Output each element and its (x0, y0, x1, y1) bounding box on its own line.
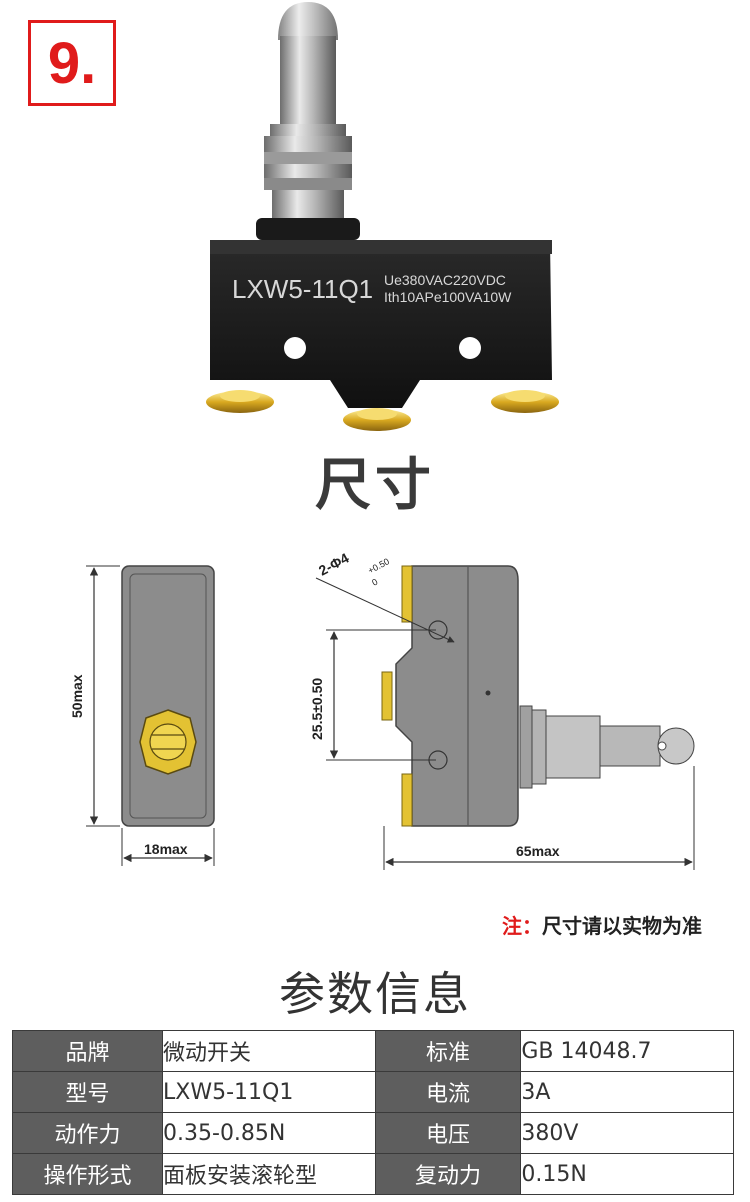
hole-spacing-dimension (326, 629, 436, 761)
number-badge: 9. (28, 20, 116, 106)
param-value: LXW5-11Q1 (162, 1071, 376, 1113)
hole-label: 2-Φ4 (316, 550, 352, 579)
param-key: 动作力 (11, 1112, 164, 1154)
param-value: 0.35-0.85N (162, 1112, 376, 1154)
height-dimension (86, 565, 120, 827)
side-view (381, 565, 695, 827)
width-dimension (121, 828, 215, 866)
length-dimension (383, 766, 695, 870)
switch-body (210, 240, 552, 408)
param-key: 标准 (374, 1030, 522, 1072)
param-key: 型号 (11, 1071, 164, 1113)
rating-line-1: Ue380VAC220VDC (384, 272, 506, 288)
param-value: GB 14048.7 (520, 1030, 734, 1072)
table-row: 型号 LXW5-11Q1 电流 3A (11, 1071, 734, 1113)
param-key: 电压 (374, 1112, 522, 1154)
length-label: 65max (516, 843, 560, 859)
rating-line-2: Ith10APe100VA10W (384, 289, 512, 305)
front-view (121, 565, 215, 827)
hole-leader (315, 577, 455, 643)
roller-plunger (256, 2, 360, 240)
param-value: 微动开关 (162, 1030, 376, 1072)
param-key: 复动力 (374, 1153, 522, 1195)
hole-tolerance-lower: 0 (370, 577, 379, 588)
hole-spacing-label: 25.5±0.50 (309, 678, 325, 740)
size-note: 注：尺寸请以实物为准 (502, 910, 702, 939)
param-value: 380V (520, 1112, 734, 1154)
hole-tolerance-upper: +0.50 (366, 556, 391, 576)
params-title: 参数信息 (279, 967, 471, 1021)
table-row: 操作形式 面板安装滚轮型 复动力 0.15N (11, 1153, 734, 1195)
note-text: 尺寸请以实物为准 (542, 914, 702, 938)
product-image: LXW5-11Q1 Ue380VAC220VDC Ith10APe100VA10… (206, 2, 559, 431)
param-value: 0.15N (520, 1153, 734, 1195)
param-value: 3A (520, 1071, 734, 1113)
params-table: 品牌 微动开关 标准 GB 14048.7 型号 LXW5-11Q1 电流 3A… (11, 1030, 734, 1195)
width-label: 18max (144, 841, 188, 857)
table-row: 品牌 微动开关 标准 GB 14048.7 (11, 1030, 734, 1072)
note-label: 注： (502, 914, 542, 938)
model-label: LXW5-11Q1 (232, 274, 373, 304)
param-key: 操作形式 (11, 1153, 164, 1195)
param-value: 面板安装滚轮型 (162, 1153, 376, 1195)
size-title: 尺寸 (315, 453, 435, 518)
terminal-screws (206, 390, 559, 431)
param-key: 电流 (374, 1071, 522, 1113)
height-label: 50max (69, 674, 85, 718)
dimension-drawing: 50max 18max 25.5±0.50 2-Φ4 +0.50 0 (69, 550, 695, 870)
table-row: 动作力 0.35-0.85N 电压 380V (11, 1112, 734, 1154)
param-key: 品牌 (11, 1030, 164, 1072)
